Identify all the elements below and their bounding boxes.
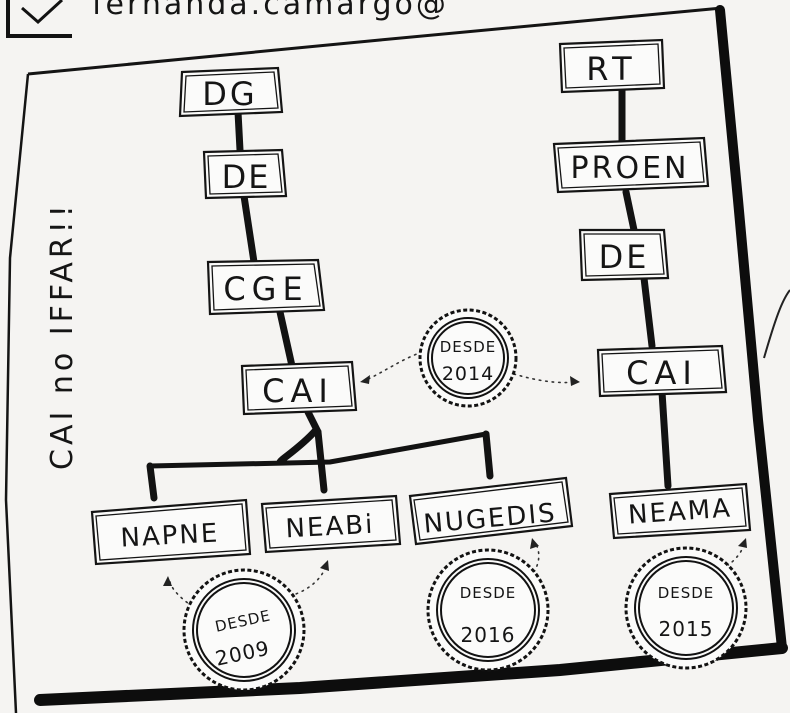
node-nugedis: NUGEDIS [408,476,574,546]
badge-2015: DESDE 2015 [624,546,748,670]
node-neama-label: NEAMA [627,493,733,530]
badge-2016: DESDE 2016 [426,548,550,672]
node-cge-label: CGE [223,270,308,308]
badge-2014: DESDE 2014 [418,308,518,408]
badge-2014-line1: DESDE [440,338,497,356]
node-cai-right: CAI [596,344,728,398]
node-rt: RT [558,38,666,94]
node-dg-label: DG [202,75,257,113]
node-cai-left-label: CAI [262,372,334,410]
node-de-right-label: DE [599,238,650,276]
node-neabi-label: NEABi [285,510,375,545]
node-dg: DG [178,66,284,118]
side-label: CAI no IFFAR!! [45,201,80,470]
node-cge: CGE [206,258,326,316]
node-de-left: DE [202,148,288,200]
node-de-right: DE [578,228,670,282]
badge-2015-line1: DESDE [658,584,715,602]
node-proen: PROEN [552,136,710,194]
node-de-left-label: DE [222,158,271,196]
node-proen-label: PROEN [571,151,690,186]
checkbox-icon [6,0,72,38]
left-tree-connectors [146,108,494,502]
badge-2014-line2: 2014 [442,363,494,385]
node-cai-left: CAI [240,360,358,416]
node-neama: NEAMA [608,482,752,540]
node-cai-right-label: CAI [626,354,698,392]
badge-2009: DESDE 2009 [182,568,306,692]
right-tree-connectors [618,86,672,490]
node-napne: NAPNE [90,498,252,566]
badge-2016-line1: DESDE [460,584,517,602]
badge-2016-line2: 2016 [461,623,516,647]
badge-2015-line2: 2015 [659,617,714,641]
node-napne-label: NAPNE [120,518,220,553]
dotted-arrows [163,351,747,611]
node-neabi: NEABi [260,494,402,554]
header-email-text: fernanda.camargo@ [92,0,449,22]
node-rt-label: RT [586,50,637,88]
